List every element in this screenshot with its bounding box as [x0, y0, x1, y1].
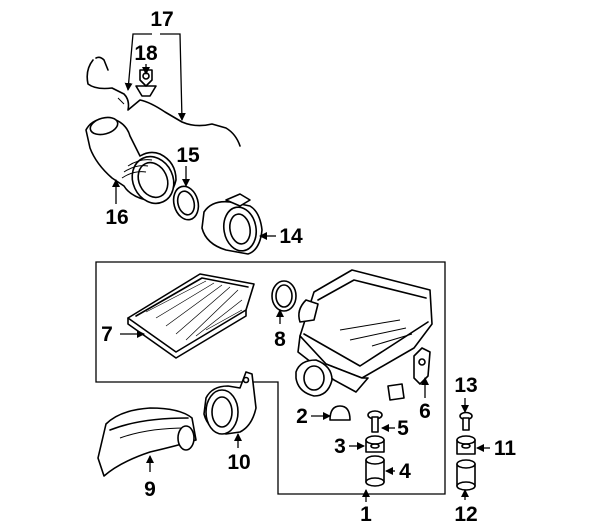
callout-15: 15: [176, 144, 200, 167]
callout-labels: 17 18 15 16 14 7 8 2 5 6 3 4 1 9 10 13 1…: [101, 8, 516, 526]
part-16-intake-duct: [85, 116, 177, 205]
part-8-ring-seal: [271, 280, 297, 312]
part-1-air-cleaner-housing: [295, 269, 433, 397]
part-4-insulator: [365, 455, 385, 487]
callout-2: 2: [296, 405, 308, 428]
part-2-cap: [329, 405, 351, 421]
callout-14: 14: [279, 225, 303, 248]
part-17-vent-hose: [86, 56, 241, 147]
callout-18: 18: [134, 42, 158, 65]
callout-5: 5: [397, 417, 409, 440]
callout-9: 9: [144, 478, 156, 501]
callout-11: 11: [494, 437, 517, 460]
callout-10: 10: [227, 451, 250, 474]
part-13-bolt: [459, 411, 473, 431]
callout-8: 8: [274, 328, 286, 351]
callout-16: 16: [105, 206, 128, 229]
part-3-grommet: [365, 435, 385, 453]
callout-6: 6: [419, 400, 431, 423]
leader-lines: [112, 33, 490, 502]
callout-4: 4: [399, 460, 411, 483]
callout-12: 12: [454, 503, 477, 526]
callout-13: 13: [454, 374, 477, 397]
callout-3: 3: [334, 435, 346, 458]
callout-17: 17: [150, 8, 173, 31]
part-15-seal-ring: [172, 185, 200, 221]
part-6-bracket: [387, 347, 431, 401]
part-14-mass-air-flow-sensor: [201, 193, 263, 255]
callout-1: 1: [360, 503, 372, 526]
part-5-bolt: [367, 410, 383, 433]
air-cleaner-assembly-frame: [95, 261, 446, 495]
part-11-grommet: [456, 435, 476, 455]
callout-7: 7: [101, 323, 113, 346]
part-9-intake-snorkel: [97, 407, 197, 477]
part-12-insulator: [456, 459, 476, 491]
part-7-air-filter: [127, 273, 255, 359]
part-10-intake-duct: [203, 371, 257, 435]
